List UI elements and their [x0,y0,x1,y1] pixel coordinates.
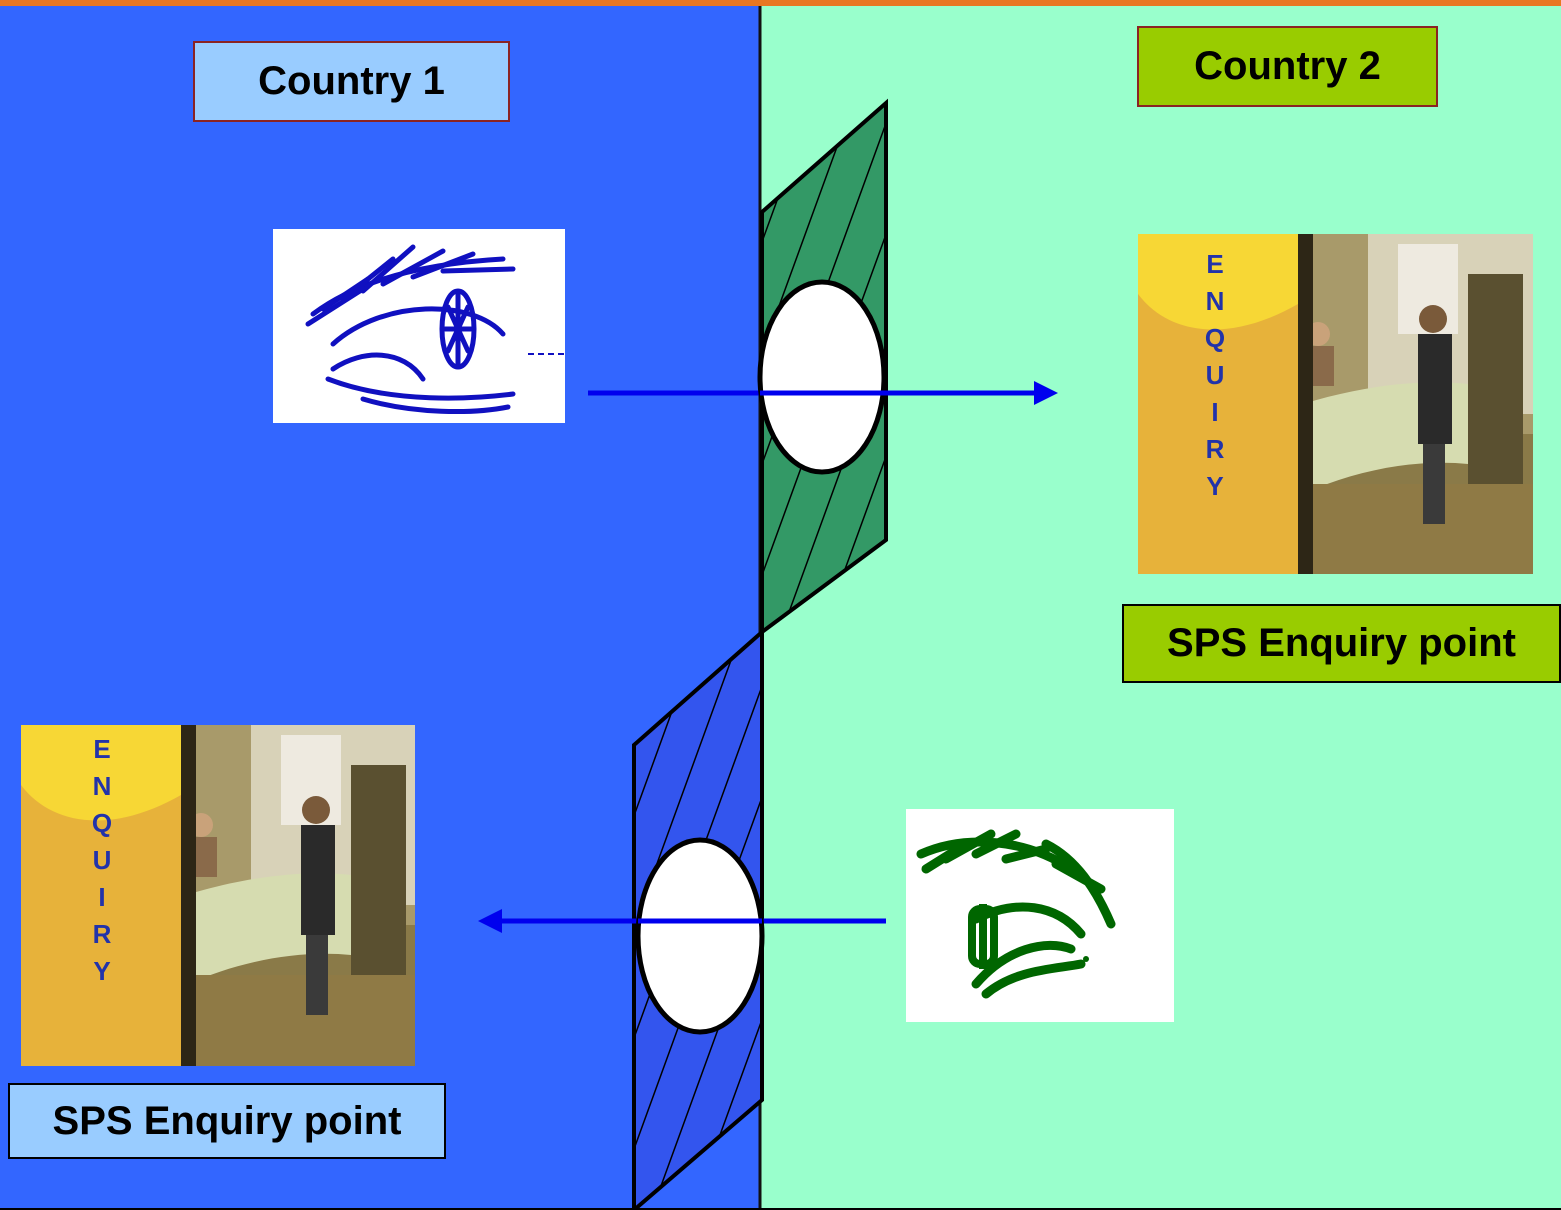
enquiry-sign-country1: E N Q U I R Y [87,731,117,990]
sign-letter: U [92,845,112,875]
sign-letter: N [92,771,112,801]
sps-enquiry-point-label-country2: SPS Enquiry point [1122,604,1561,683]
sign-letter: U [1205,360,1225,390]
window-opening-top [757,279,887,475]
sign-letter: R [92,919,112,949]
sign-letter: I [1211,397,1219,427]
window-opening-bottom [635,837,765,1035]
sign-letter: Y [1206,471,1224,501]
enquiry-desk-photo-country1: E N Q U I R Y [21,725,415,1066]
enquiry-sign-country2: E N Q U I R Y [1200,246,1230,505]
top-border [0,0,1561,6]
sign-letter: I [98,882,106,912]
sps-enquiry-point-label-country1: SPS Enquiry point [8,1083,446,1159]
eye-icon-green [906,809,1174,1022]
eye-icon-blue [273,229,565,423]
sign-letter: N [1205,286,1225,316]
sign-letter: R [1205,434,1225,464]
sign-letter: E [93,734,111,764]
sign-letter: Q [1204,323,1226,353]
country1-label: Country 1 [193,41,510,122]
bottom-border [0,1208,1561,1210]
sign-letter: E [1206,249,1224,279]
country2-label: Country 2 [1137,26,1438,107]
enquiry-desk-photo-country2: E N Q U I R Y [1138,234,1533,574]
sign-letter: Y [93,956,111,986]
sign-letter: Q [91,808,113,838]
